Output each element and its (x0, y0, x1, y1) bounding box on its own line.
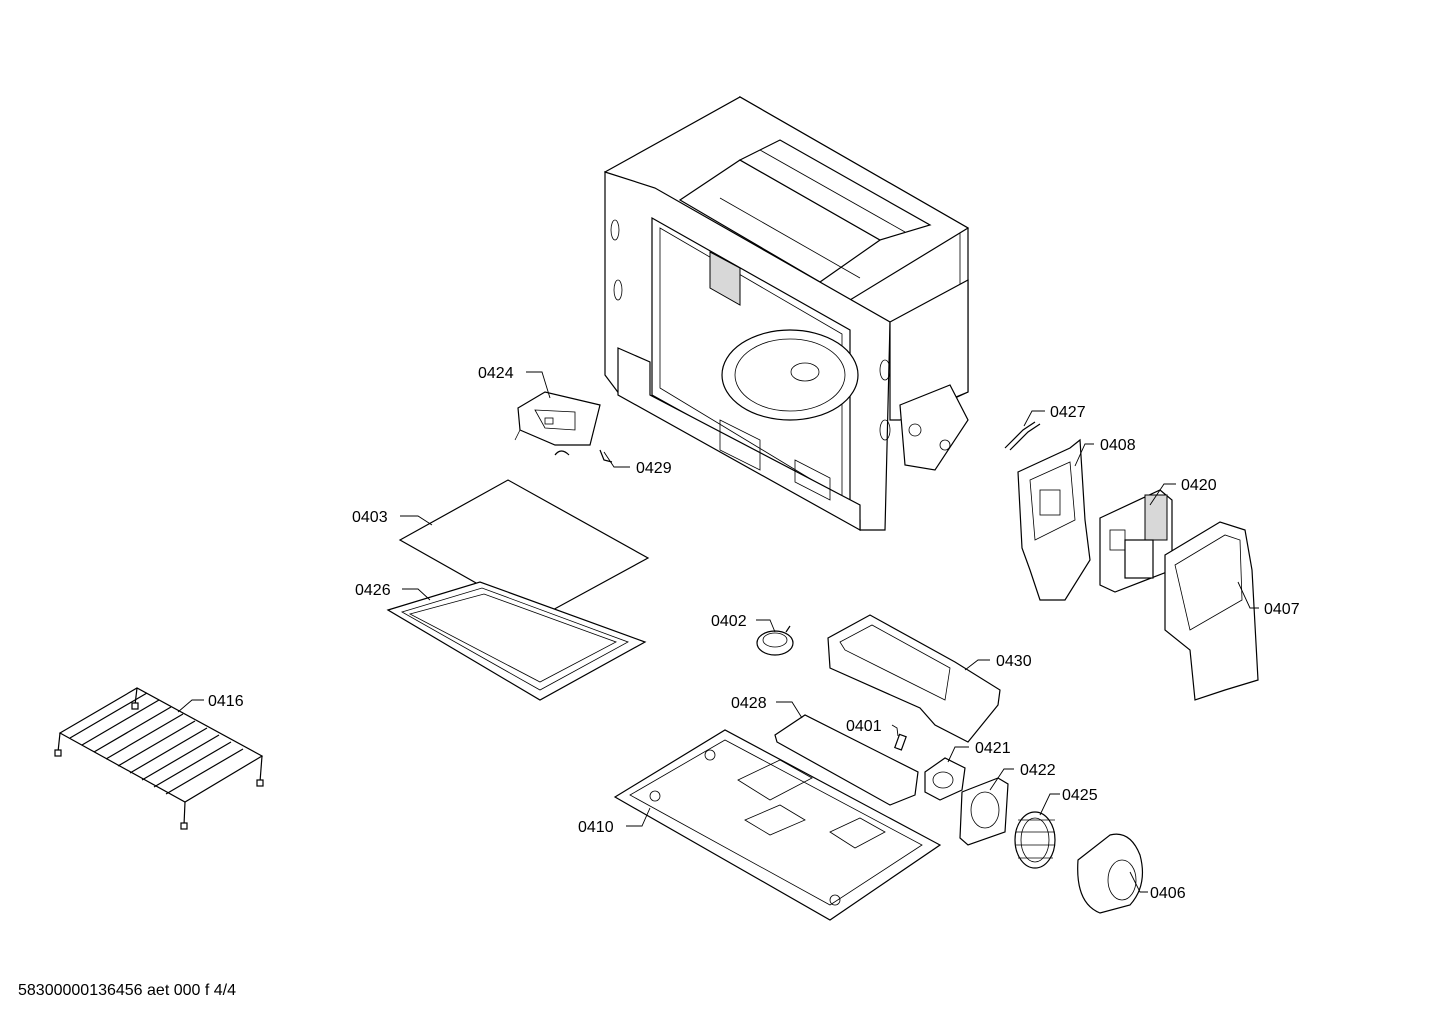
label-0422: 0422 (1020, 762, 1056, 779)
part-0422-fan-plate (959, 777, 1009, 846)
label-0426: 0426 (355, 582, 391, 599)
part-0416-wire-rack (54, 687, 264, 830)
drawing-reference-number: 58300000136456 aet 000 f 4/4 (18, 982, 236, 999)
part-0426-frame (386, 581, 647, 701)
leader-lines (177, 371, 1259, 893)
part-0407-cover (1164, 521, 1259, 701)
part-0410-base-plate (613, 729, 942, 921)
part-0402-thermostat (756, 625, 794, 656)
label-0402: 0402 (711, 613, 747, 630)
part-0427-wire (1004, 421, 1041, 451)
part-labels: 0424 0429 0403 0426 0416 0427 0408 0420 … (208, 365, 1300, 902)
label-0424: 0424 (478, 365, 514, 382)
part-0406-blower-housing (1077, 833, 1143, 914)
oven-cavity-housing (603, 95, 970, 532)
part-0429-clips (554, 449, 613, 463)
part-0425-fan-wheel (1014, 811, 1056, 869)
label-0416: 0416 (208, 693, 244, 710)
part-0424-bracket (514, 391, 601, 446)
label-0410: 0410 (578, 819, 614, 836)
label-0401: 0401 (846, 718, 882, 735)
part-0408-carrier (1017, 438, 1091, 601)
label-0406: 0406 (1150, 885, 1186, 902)
label-0429: 0429 (636, 460, 672, 477)
label-0403: 0403 (352, 509, 388, 526)
part-0430-housing (827, 614, 1001, 743)
label-0420: 0420 (1181, 477, 1217, 494)
label-0427: 0427 (1050, 404, 1086, 421)
label-0408: 0408 (1100, 437, 1136, 454)
label-0407: 0407 (1264, 601, 1300, 618)
part-0420-board (1099, 489, 1173, 593)
part-0428-plate (774, 714, 919, 806)
label-0425: 0425 (1062, 787, 1098, 804)
label-0428: 0428 (731, 695, 767, 712)
label-0430: 0430 (996, 653, 1032, 670)
part-0421-motor (924, 757, 966, 801)
label-0421: 0421 (975, 740, 1011, 757)
part-0401-pin (894, 733, 907, 751)
vent-grille (709, 251, 741, 306)
